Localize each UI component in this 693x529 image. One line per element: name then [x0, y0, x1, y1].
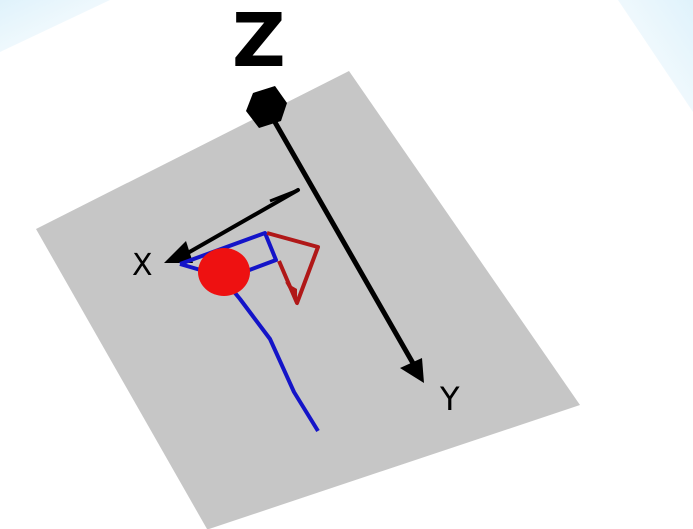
background-wedge-right: [618, 0, 693, 112]
z-axis-label: Z: [232, 0, 286, 84]
red-arrowhead: [285, 282, 297, 303]
x-axis-label: X: [132, 248, 153, 283]
y-axis-line: [265, 107, 417, 368]
y-axis-arrowhead: [400, 358, 424, 383]
x-axis-line: [184, 188, 300, 256]
x-axis-arrowhead: [164, 241, 193, 263]
ground-plane: [36, 71, 580, 529]
background-wedge-left: [0, 0, 110, 52]
z-axis-marker: [246, 86, 287, 128]
y-axis-label: Y: [439, 380, 460, 418]
red-ball: [198, 248, 250, 296]
red-frame-outline: [266, 231, 320, 305]
